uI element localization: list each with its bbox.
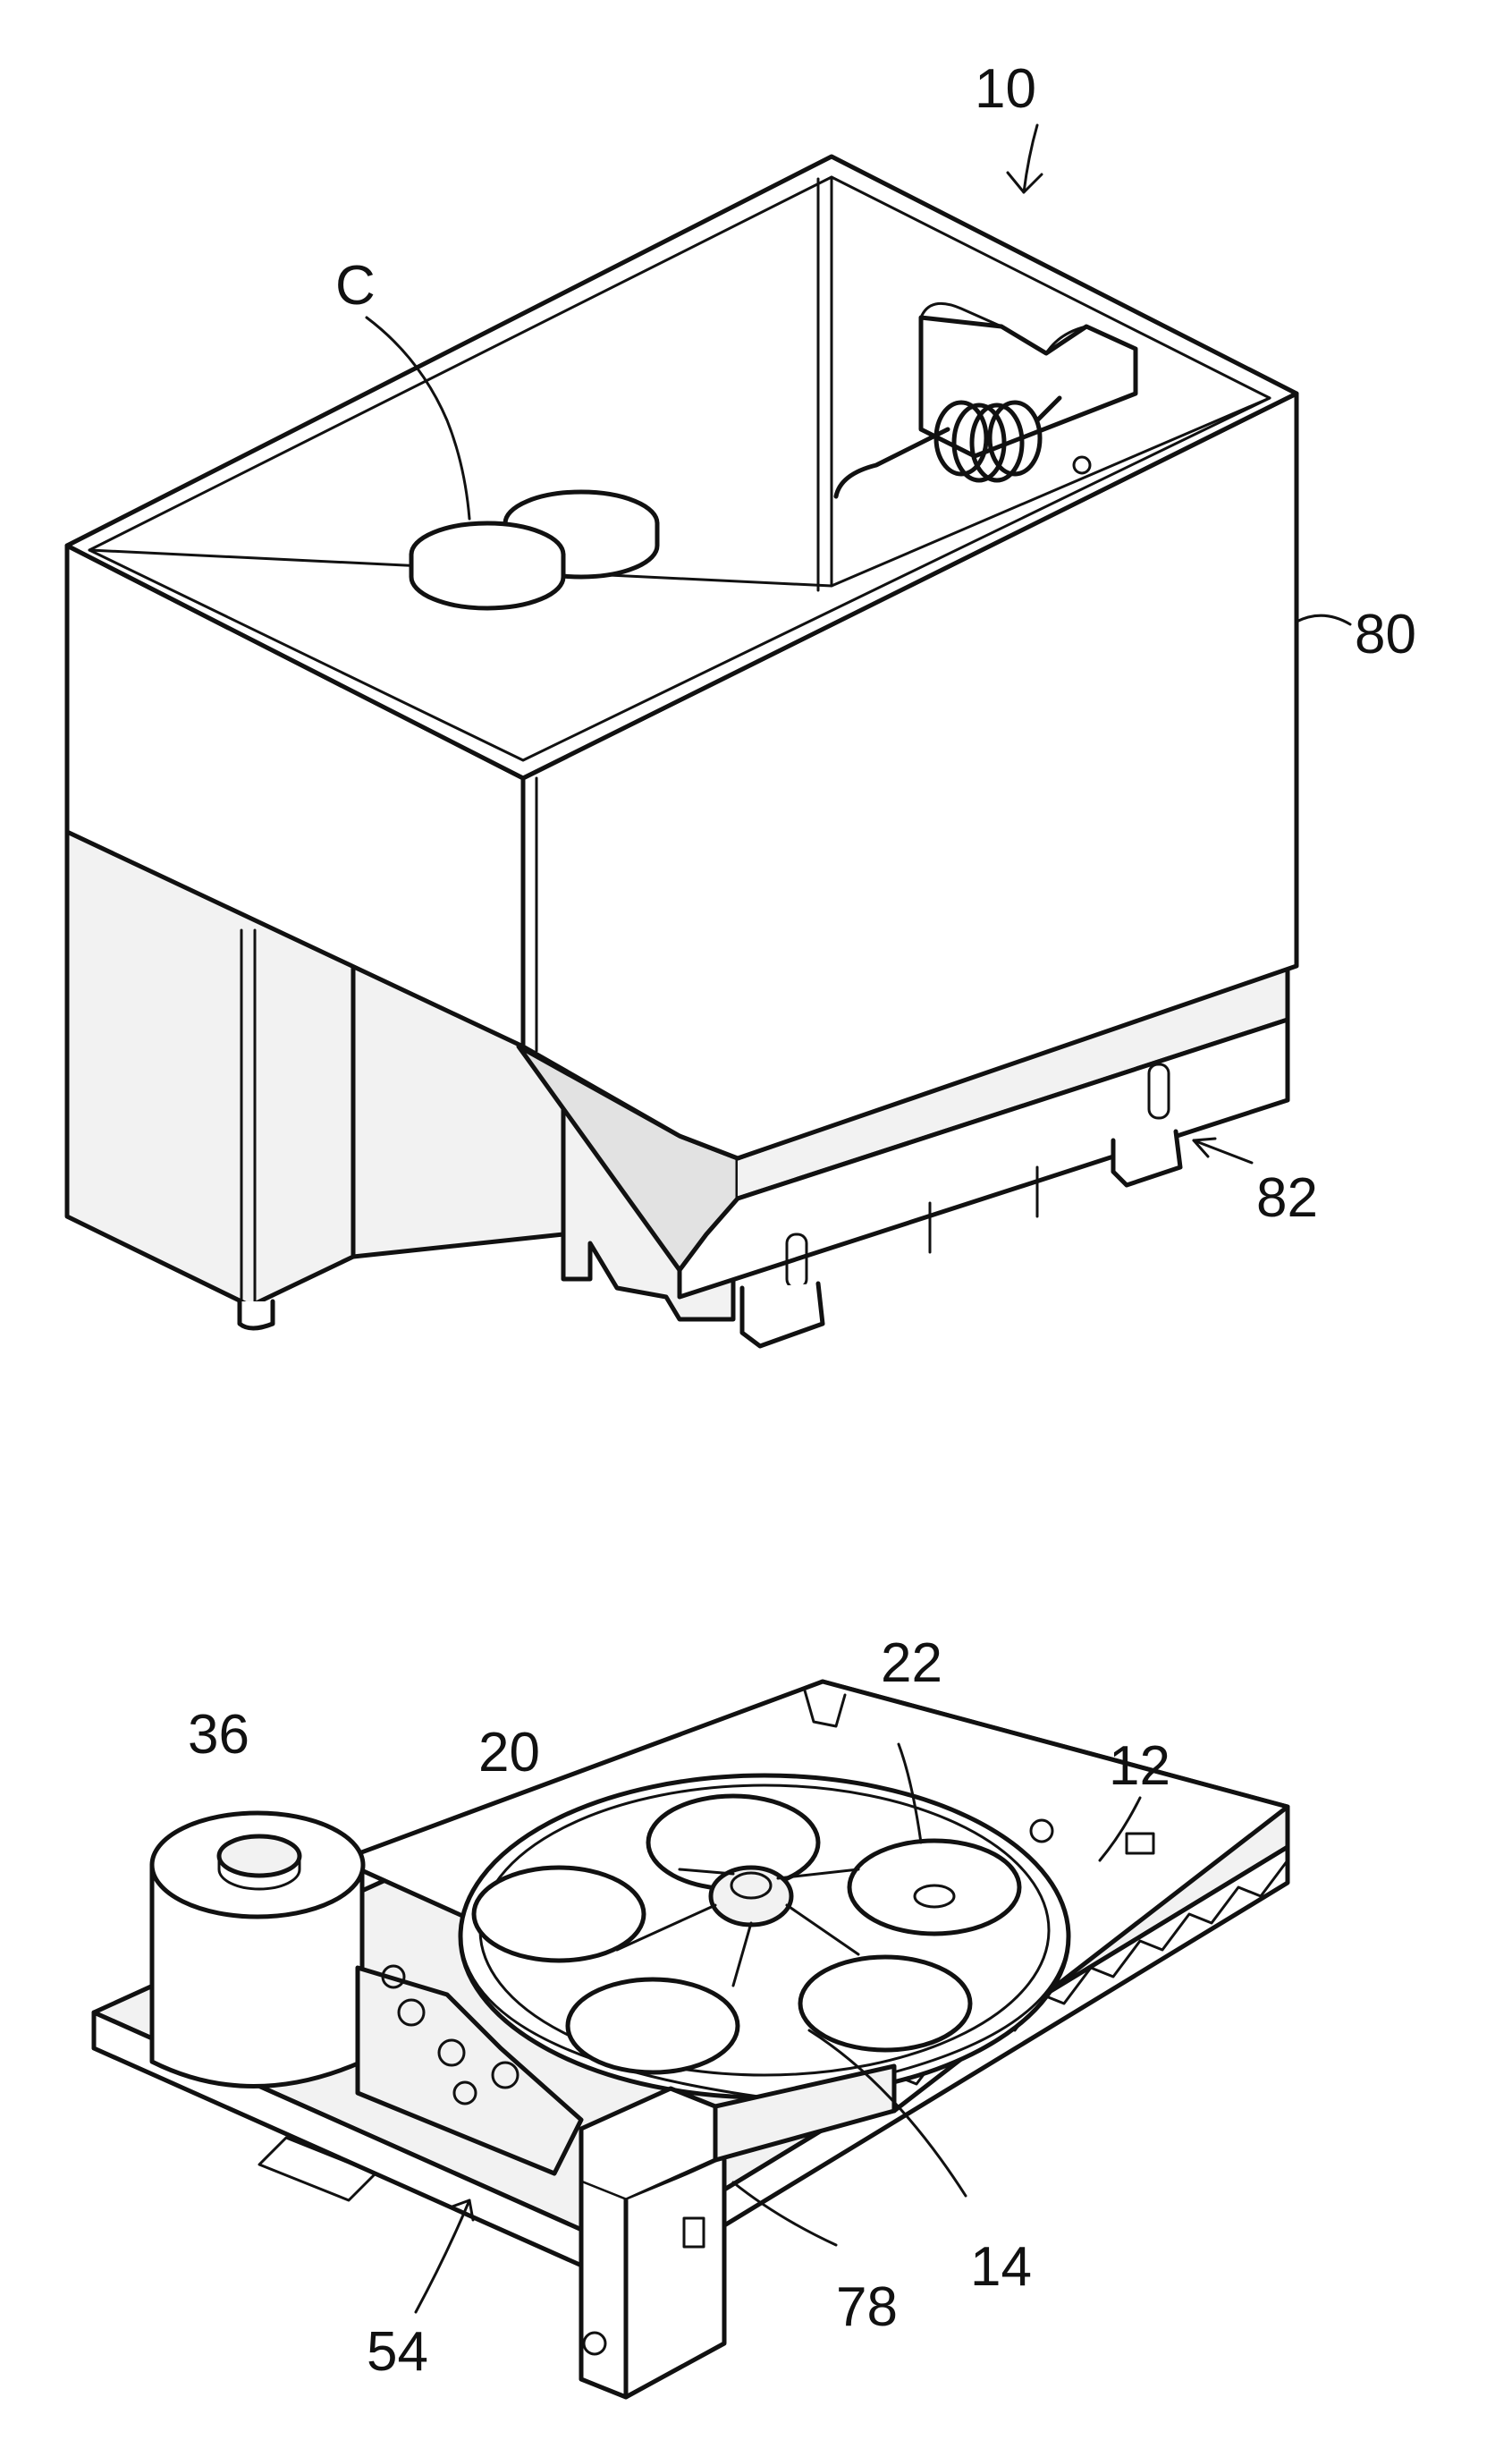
hopper-assembly [67,157,1297,1346]
label-80: 80 [1355,604,1416,665]
label-14: 14 [970,2236,1032,2298]
label-c: C [335,255,376,317]
outlet-block [581,2066,894,2397]
label-10: 10 [975,58,1036,120]
label-54: 54 [367,2321,428,2383]
label-36: 36 [188,1704,249,1766]
leader-54 [416,2200,469,2312]
label-78: 78 [836,2276,898,2338]
motor [152,1813,363,2087]
rotary-disk [460,1775,1069,2097]
label-22: 22 [881,1632,942,1694]
label-82: 82 [1256,1167,1318,1229]
label-12: 12 [1109,1735,1170,1797]
label-20: 20 [478,1722,540,1783]
leader-80 [1297,615,1350,624]
